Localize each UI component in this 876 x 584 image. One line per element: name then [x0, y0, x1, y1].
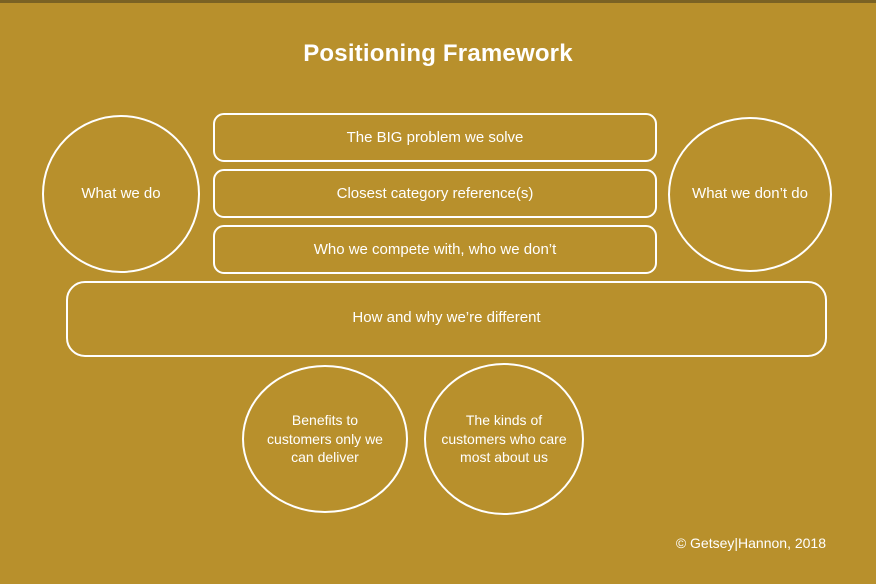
box-compete-with-label: Who we compete with, who we don’t — [313, 241, 557, 258]
circle-benefits-to-customers[interactable]: Benefits to customers only we can delive… — [242, 365, 408, 513]
page-title: Positioning Framework — [303, 40, 573, 67]
box-how-and-why-different-label: How and why we’re different — [352, 309, 541, 326]
box-big-problem[interactable]: The BIG problem we solve — [213, 113, 657, 162]
box-category-reference[interactable]: Closest category reference(s) — [213, 169, 657, 218]
circle-what-we-dont-do[interactable]: What we don’t do — [668, 117, 832, 272]
copyright-notice: © Getsey|Hannon, 2018 — [675, 535, 826, 551]
circle-benefits-to-customers-label: Benefits to customers only we can delive… — [267, 411, 383, 466]
box-category-reference-label: Closest category reference(s) — [336, 185, 534, 202]
circle-what-we-do[interactable]: What we do — [42, 115, 200, 273]
circle-kinds-of-customers-label: The kinds of customers who care most abo… — [441, 411, 567, 466]
box-how-and-why-different[interactable]: How and why we’re different — [66, 281, 827, 357]
box-big-problem-label: The BIG problem we solve — [346, 129, 524, 146]
circle-kinds-of-customers[interactable]: The kinds of customers who care most abo… — [424, 363, 584, 515]
top-edge-strip — [0, 0, 876, 3]
circle-what-we-do-label: What we do — [81, 184, 161, 202]
circle-what-we-dont-do-label: What we don’t do — [692, 185, 808, 203]
box-compete-with[interactable]: Who we compete with, who we don’t — [213, 225, 657, 274]
